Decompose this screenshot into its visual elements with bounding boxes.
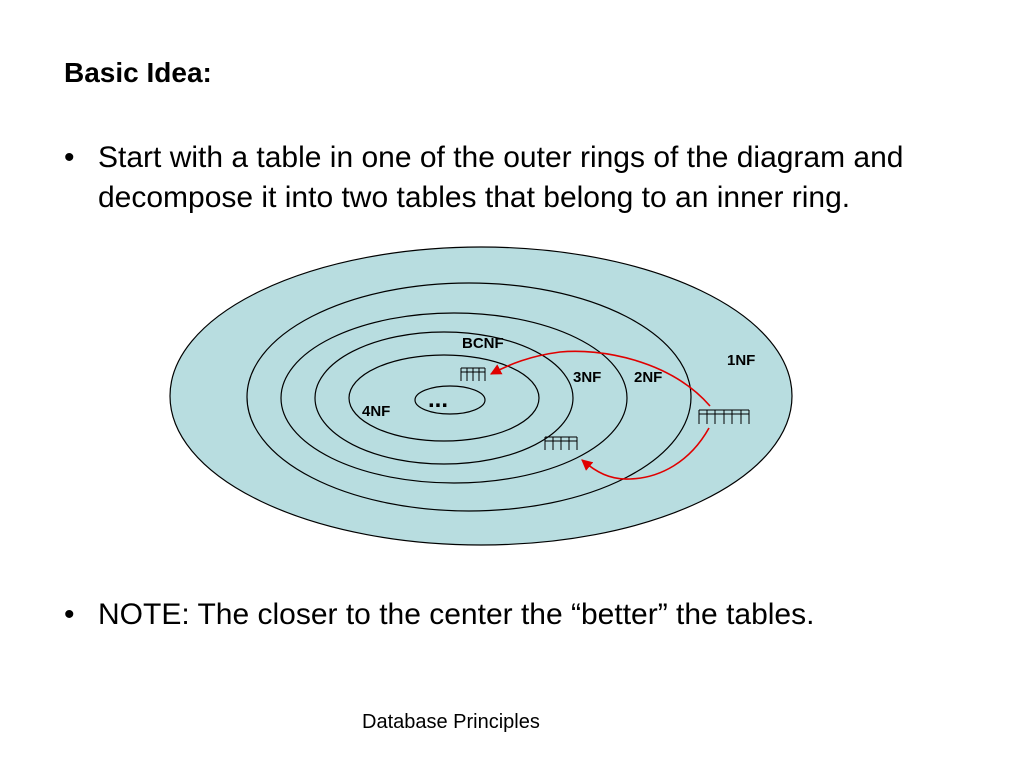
slide-footer: Database Principles bbox=[362, 711, 540, 733]
bullet-marker: • bbox=[64, 598, 75, 631]
label-4nf: 4NF bbox=[362, 403, 390, 420]
bullet-note: • NOTE: The closer to the center the “be… bbox=[64, 595, 964, 635]
ring-1nf bbox=[169, 246, 793, 546]
table-icon-bcnf bbox=[460, 367, 486, 381]
ring-3nf bbox=[280, 312, 628, 484]
decompose-arrow-to-bcnf bbox=[490, 350, 711, 407]
bullet-marker: • bbox=[64, 141, 75, 174]
label-bcnf: BCNF bbox=[462, 335, 504, 352]
decompose-arrow-to-3nf bbox=[581, 427, 710, 480]
bullet-text: NOTE: The closer to the center the “bett… bbox=[98, 598, 815, 631]
bullet-text: Start with a table in one of the outer r… bbox=[98, 141, 904, 214]
slide-title: Basic Idea: bbox=[64, 57, 212, 88]
table-icon-3nf bbox=[544, 436, 578, 450]
label-1nf: 1NF bbox=[727, 352, 755, 369]
label-center-ellipsis: ... bbox=[428, 386, 448, 413]
ring-4nf bbox=[348, 354, 540, 442]
label-3nf: 3NF bbox=[573, 369, 601, 386]
ring-2nf bbox=[246, 282, 692, 512]
table-icon-1nf bbox=[698, 409, 750, 424]
bullet-decompose: • Start with a table in one of the outer… bbox=[64, 138, 964, 218]
ring-bcnf bbox=[314, 331, 574, 465]
ring-center bbox=[414, 385, 486, 415]
label-2nf: 2NF bbox=[634, 369, 662, 386]
